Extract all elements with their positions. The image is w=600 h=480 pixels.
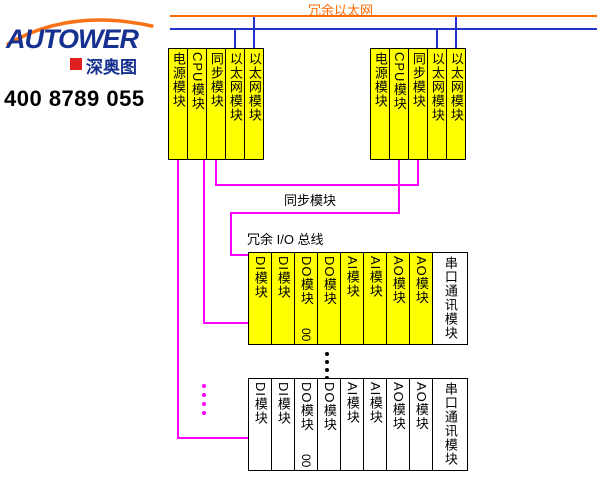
module-ai: AI模块 — [363, 378, 387, 471]
io-bus-c-drop — [398, 160, 400, 214]
controller-rack-left: 电源模块 CPU模块 同步模块 以太网模块 以太网模块 — [168, 48, 264, 160]
module-label: 同步模块 — [208, 52, 224, 108]
module-label: CPU模块 — [189, 52, 205, 111]
module-do: DO模块 — [317, 252, 341, 345]
bus-continuation-dots — [202, 402, 206, 406]
module-sublabel: 00 — [299, 327, 313, 341]
module-ethernet: 以太网模块 — [244, 48, 264, 160]
module-sync: 同步模块 — [206, 48, 226, 160]
module-serial-comm: 串口通讯模块 — [432, 252, 468, 345]
logo-swoosh-icon — [6, 18, 154, 46]
module-label: AO模块 — [413, 382, 429, 431]
sync-link-label: 同步模块 — [284, 193, 337, 208]
module-ai: AI模块 — [363, 252, 387, 345]
module-label: CPU模块 — [391, 52, 407, 111]
io-bus-c-vertical — [230, 212, 232, 256]
module-ao: AO模块 — [386, 378, 410, 471]
module-label: DO模块 — [298, 382, 314, 432]
phone-number: 400 8789 055 — [4, 86, 145, 111]
ethernet-label: 冗余以太网 — [308, 3, 374, 18]
module-label: AI模块 — [367, 256, 383, 299]
module-ao: AO模块 — [386, 252, 410, 345]
module-power: 电源模块 — [370, 48, 390, 160]
module-label: 同步模块 — [410, 52, 426, 108]
module-label: DO模块 — [298, 256, 314, 306]
module-label: 以太网模块 — [429, 52, 445, 122]
logo-seal-icon — [70, 58, 82, 70]
sync-link-left — [215, 160, 217, 186]
module-label: 以太网模块 — [227, 52, 243, 122]
more-racks-dots — [325, 368, 329, 372]
ethernet-drop-rack2-a — [455, 17, 457, 48]
module-label: 电源模块 — [170, 52, 186, 108]
module-ai: AI模块 — [340, 252, 364, 345]
module-label: 以太网模块 — [246, 52, 262, 122]
io-rack-bottom: DI模块 DI模块 DO模块 00 DO模块 AI模块 AI模块 AO模块 AO… — [248, 378, 468, 471]
module-label: DI模块 — [252, 256, 268, 299]
module-label: DO模块 — [321, 256, 337, 306]
io-bus-c-to-middle-rack — [230, 254, 250, 256]
module-ao: AO模块 — [409, 252, 433, 345]
module-label: DI模块 — [275, 256, 291, 299]
module-label: DI模块 — [252, 382, 268, 425]
io-rack-middle: DI模块 DI模块 DO模块 00 DO模块 AI模块 AI模块 AO模块 AO… — [248, 252, 468, 345]
module-di: DI模块 — [248, 252, 272, 345]
bus-continuation-dots — [202, 384, 206, 388]
module-di: DI模块 — [271, 378, 295, 471]
module-di: DI模块 — [271, 252, 295, 345]
module-cpu: CPU模块 — [389, 48, 409, 160]
module-ethernet: 以太网模块 — [427, 48, 447, 160]
module-do: DO模块 — [317, 378, 341, 471]
ethernet-line-b — [170, 28, 597, 30]
controller-rack-right: 电源模块 CPU模块 同步模块 以太网模块 以太网模块 — [370, 48, 466, 160]
sync-link-horizontal — [215, 184, 419, 186]
module-ao: AO模块 — [409, 378, 433, 471]
module-power: 电源模块 — [168, 48, 188, 160]
module-label: AI模块 — [344, 256, 360, 299]
io-bus-c-horizontal — [230, 212, 400, 214]
bus-continuation-dots — [202, 411, 206, 415]
module-label: 电源模块 — [372, 52, 388, 108]
module-label: 串口通讯模块 — [442, 382, 458, 466]
io-bus-label: 冗余 I/O 总线 — [247, 232, 324, 247]
module-cpu: CPU模块 — [187, 48, 207, 160]
module-di: DI模块 — [248, 378, 272, 471]
module-label: AO模块 — [390, 382, 406, 431]
module-label: AI模块 — [344, 382, 360, 425]
module-label: 串口通讯模块 — [442, 256, 458, 340]
module-sync: 同步模块 — [408, 48, 428, 160]
logo-brand-chinese: 深奥图 — [86, 58, 137, 77]
module-do: DO模块 00 — [294, 378, 318, 471]
bus-continuation-dots — [202, 393, 206, 397]
module-label: DI模块 — [275, 382, 291, 425]
ethernet-drop-rack1-b — [234, 30, 236, 48]
sync-link-right — [417, 160, 419, 186]
module-label: AI模块 — [367, 382, 383, 425]
module-label: AO模块 — [413, 256, 429, 305]
logo-brand-text: AUTOWER — [6, 24, 139, 54]
ethernet-drop-rack2-b — [436, 30, 438, 48]
module-serial-comm: 串口通讯模块 — [432, 378, 468, 471]
module-sublabel: 00 — [299, 453, 313, 467]
ethernet-line-a — [170, 15, 597, 17]
module-do: DO模块 00 — [294, 252, 318, 345]
io-bus-a-vertical — [177, 160, 179, 439]
module-ai: AI模块 — [340, 378, 364, 471]
module-ethernet: 以太网模块 — [225, 48, 245, 160]
more-racks-dots — [325, 352, 329, 356]
io-bus-a-to-bottom-rack — [177, 437, 250, 439]
io-bus-b-to-middle-rack — [203, 322, 250, 324]
module-label: AO模块 — [390, 256, 406, 305]
more-racks-dots — [325, 360, 329, 364]
module-label: DO模块 — [321, 382, 337, 432]
module-label: 以太网模块 — [448, 52, 464, 122]
module-ethernet: 以太网模块 — [446, 48, 466, 160]
io-bus-b-vertical — [203, 160, 205, 324]
ethernet-drop-rack1-a — [253, 17, 255, 48]
